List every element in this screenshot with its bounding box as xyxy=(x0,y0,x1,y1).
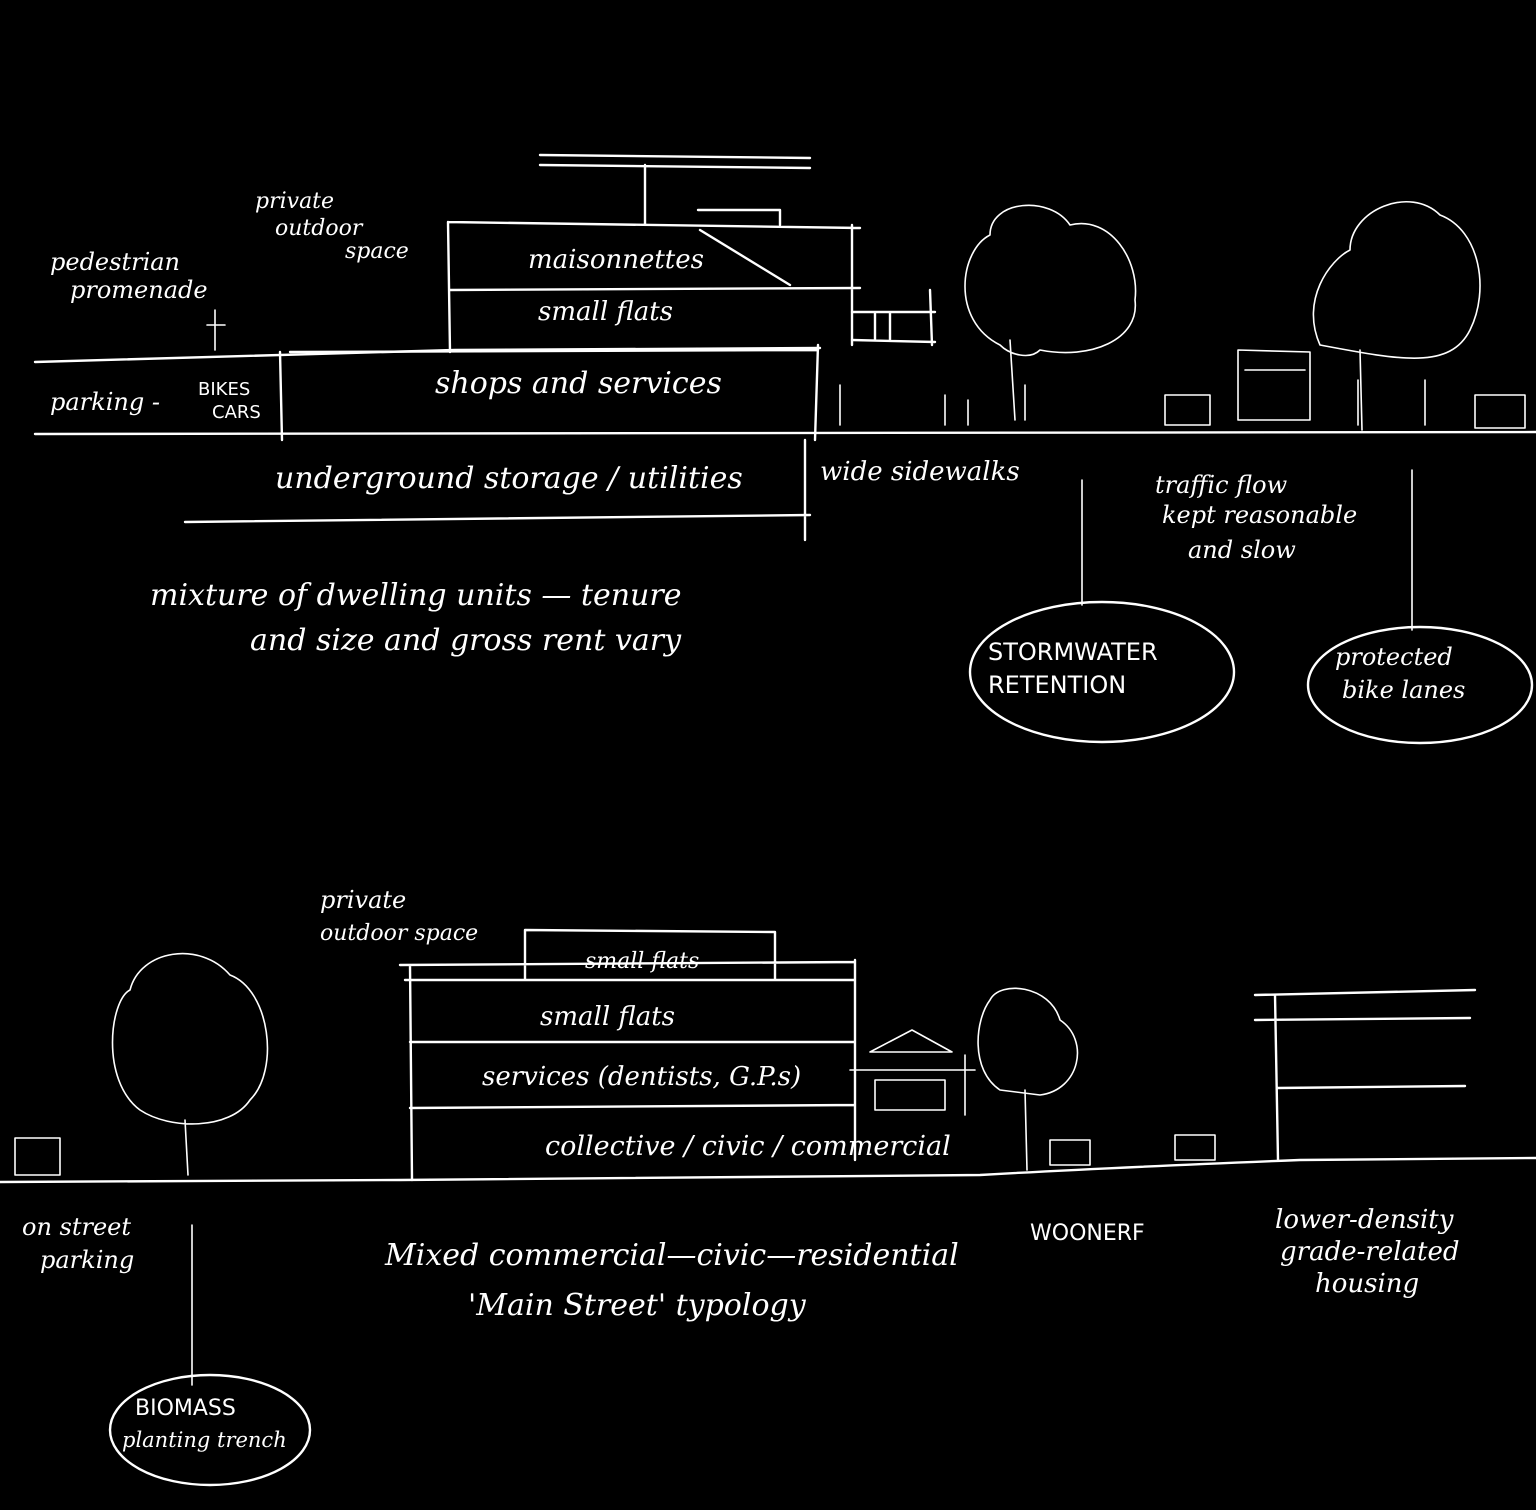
car-icon xyxy=(1164,394,1526,429)
label-maisonnettes: maisonnettes xyxy=(528,245,704,275)
building-shops xyxy=(278,343,820,442)
label-shops: shops and services xyxy=(435,366,722,401)
label-private: private xyxy=(255,189,334,214)
label-on-street: on street xyxy=(22,1213,131,1241)
stormwater-bubble xyxy=(968,600,1236,744)
label-lower-density: lower-density xyxy=(1275,1205,1454,1235)
label-protected: protected xyxy=(1335,643,1453,671)
tree-icon-4 xyxy=(977,987,1079,1171)
car-icon-lower xyxy=(14,1134,1216,1176)
label-small-flats-lower: small flats xyxy=(540,1002,675,1032)
label-pedestrian: pedestrian xyxy=(50,248,180,276)
tree-icon xyxy=(964,204,1137,421)
label-typology-2: 'Main Street' typology xyxy=(468,1288,807,1323)
label-outdoor: outdoor xyxy=(275,216,364,241)
person-icons xyxy=(206,309,1426,426)
label-housing: housing xyxy=(1315,1269,1419,1299)
label-services: services (dentists, G.P.s) xyxy=(482,1062,801,1092)
label-parking: parking - xyxy=(50,388,160,416)
label-bikes: BIKES xyxy=(198,379,250,400)
label-traffic-1: traffic flow xyxy=(1155,471,1288,499)
label-biomass: BIOMASS xyxy=(135,1396,236,1421)
label-small-flats-top: small flats xyxy=(585,949,699,974)
label-private-lower: private xyxy=(320,886,406,914)
label-wide-sidewalks: wide sidewalks xyxy=(820,457,1020,487)
label-grade-related: grade-related xyxy=(1280,1237,1460,1267)
label-parking-lower: parking xyxy=(40,1246,134,1274)
label-retention: RETENTION xyxy=(988,671,1126,699)
label-traffic-3: and slow xyxy=(1188,536,1296,564)
lower-density-house xyxy=(1253,988,1477,1162)
label-typology-1: Mixed commercial—civic—residential xyxy=(384,1238,959,1273)
label-space: space xyxy=(345,239,409,264)
bike-lanes-bubble xyxy=(1306,625,1534,745)
label-traffic-2: kept reasonable xyxy=(1162,501,1357,529)
label-mixture-2: and size and gross rent vary xyxy=(250,623,682,658)
bus-icon xyxy=(1237,349,1311,421)
label-cars: CARS xyxy=(212,402,261,423)
biomass-bubble xyxy=(108,1373,312,1487)
label-underground: underground storage / utilities xyxy=(275,461,743,496)
label-woonerf: WOONERF xyxy=(1030,1221,1145,1246)
bottom-section: private outdoor space small flats small … xyxy=(0,886,1536,1487)
label-collective: collective / civic / commercial xyxy=(545,1131,951,1162)
underground-level xyxy=(183,438,812,542)
tree-icon-3 xyxy=(111,952,269,1176)
building-main-street xyxy=(398,928,857,1182)
label-outdoor-space-lower: outdoor space xyxy=(320,921,478,946)
label-promenade: promenade xyxy=(70,276,208,304)
label-bike-lanes: bike lanes xyxy=(1342,676,1465,704)
ground-line-lower xyxy=(0,1156,1536,1184)
canopy-icon xyxy=(849,1029,976,1116)
stormwater-leader xyxy=(1081,469,1413,631)
top-section: private outdoor space pedestrian promena… xyxy=(33,153,1536,745)
balcony xyxy=(850,288,937,347)
label-small-flats: small flats xyxy=(538,297,673,327)
tree-icon-2 xyxy=(1312,200,1481,431)
building-upper-floors xyxy=(446,153,862,354)
label-planting-trench: planting trench xyxy=(122,1428,287,1452)
label-stormwater: STORMWATER xyxy=(988,638,1158,666)
label-mixture-1: mixture of dwelling units — tenure xyxy=(150,578,681,613)
